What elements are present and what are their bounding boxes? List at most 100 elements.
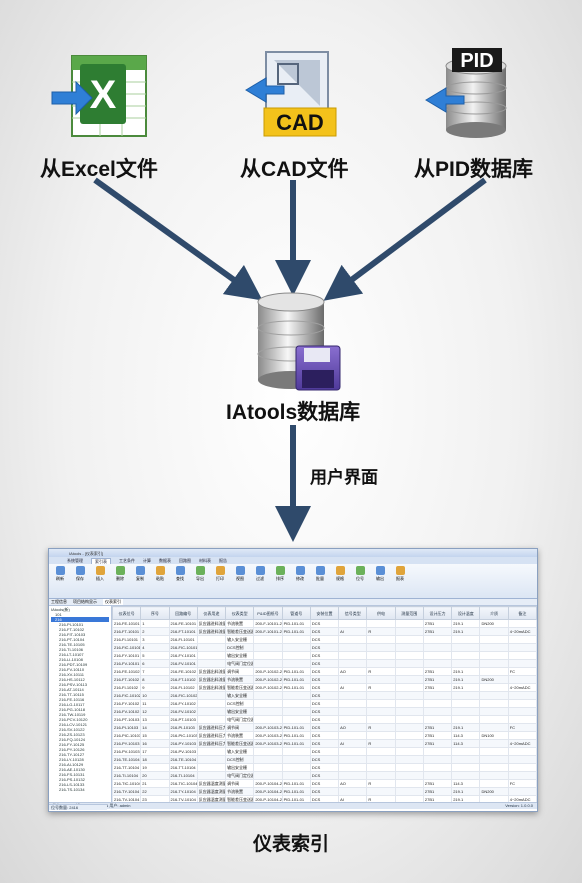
tree-item[interactable]: 216-LT-10107 — [59, 652, 84, 657]
tree-item[interactable]: 216-LS-10133 — [59, 782, 85, 787]
ribbon-tab[interactable]: 数据表 — [159, 558, 171, 563]
ribbon-button[interactable]: 输出 — [373, 566, 387, 596]
tree-item[interactable]: 216-TW-10119 — [59, 712, 86, 717]
tree-item[interactable]: 216-LG-10117 — [59, 702, 85, 707]
ribbon-tab[interactable]: 计算 — [143, 558, 151, 563]
ribbon-button[interactable]: 刷新 — [53, 566, 67, 596]
tree-item[interactable]: 216-FT-10102 — [59, 627, 85, 632]
tree-item[interactable]: 216-PT-10104 — [59, 637, 85, 642]
ribbon-tab[interactable]: 系统管理 — [67, 558, 83, 563]
ribbon-button[interactable]: 保存 — [73, 566, 87, 596]
column-header[interactable]: 测量范围 — [394, 606, 424, 620]
tree-item[interactable]: 216-TE-10105 — [59, 642, 85, 647]
tree-item[interactable]: IAtools(新) — [51, 607, 70, 612]
table-row[interactable]: 216-FE-101027216-FE-10102反应器出料流量测量调节阀200… — [112, 667, 537, 676]
column-header[interactable]: 仪表类型 — [225, 606, 255, 620]
ribbon-button[interactable]: 打印 — [213, 566, 227, 596]
column-header[interactable]: 供电 — [366, 606, 396, 620]
table-row[interactable]: 216-FI-101029216-FI-10102反应器出料流量测量智能差压变送… — [112, 683, 537, 692]
tree-item[interactable]: 216-FV-10110 — [59, 667, 85, 672]
table-row[interactable]: 216-PY-1010316216-PY-10103反应器进料压力测量智能差压变… — [112, 739, 537, 748]
tree-item[interactable]: 216-FS-10131 — [59, 772, 85, 777]
tree-item[interactable]: 216-PY-10126 — [59, 747, 85, 752]
tree-item[interactable]: 216-HS-10112 — [59, 677, 85, 682]
ribbon-button[interactable]: 粘贴 — [153, 566, 167, 596]
table-row[interactable]: 216-PIC-1010315216-PIC-10103反应器进料压力测量节流装… — [112, 731, 537, 740]
tree-item[interactable]: 216-XV-10111 — [59, 672, 84, 677]
column-header[interactable]: 管道号 — [281, 606, 311, 620]
tree-item[interactable]: 216-PDT-10109 — [59, 662, 88, 667]
tree-item[interactable]: 216-TI-10106 — [59, 647, 84, 652]
tree-item[interactable]: 216-PSV-10113 — [59, 682, 87, 687]
tree-item[interactable]: 216-FIT-10103 — [59, 632, 86, 637]
tree-item[interactable]: 216-LI-10108 — [59, 657, 83, 662]
ribbon-button[interactable]: 批量 — [313, 566, 327, 596]
ribbon-tab[interactable]: 报告 — [219, 558, 227, 563]
tree-item[interactable]: 101 — [55, 612, 62, 617]
tree-item[interactable]: 216-AI-10129 — [59, 762, 84, 767]
column-header[interactable]: 序号 — [140, 606, 170, 620]
ribbon-button[interactable]: 规格 — [333, 566, 347, 596]
table-row[interactable]: 216-FE-101011216-FE-10101反应器进料流量测量节流装置20… — [112, 619, 537, 628]
tree-item[interactable]: 216 — [51, 617, 109, 622]
ribbon-button[interactable]: 复制 — [133, 566, 147, 596]
ribbon-button[interactable]: 位号 — [353, 566, 367, 596]
column-header[interactable]: 介质 — [479, 606, 509, 620]
ribbon-tab[interactable]: 工艺条件 — [119, 558, 135, 563]
doc-tab[interactable]: 仪表索引 — [103, 599, 123, 605]
table-row[interactable]: 216-FT-101012216-FT-10101反应器进料流量测量智能差压变送… — [112, 627, 537, 636]
column-header[interactable]: 备注 — [507, 606, 537, 620]
ribbon-button[interactable]: 导出 — [193, 566, 207, 596]
table-row[interactable]: 216-FT-101028216-FT-10102反应器出料流量测量节流装置20… — [112, 675, 537, 684]
tree-item[interactable]: 216-LY-10128 — [59, 757, 84, 762]
tree-item[interactable]: 216-AT-10114 — [59, 687, 84, 692]
ribbon-button[interactable]: 报表 — [393, 566, 407, 596]
tree-item[interactable]: 216-TT-10115 — [59, 692, 84, 697]
ribbon-tab[interactable]: 回路图 — [179, 558, 191, 563]
ribbon-tab[interactable]: 索引表 — [91, 557, 111, 564]
tree-item[interactable]: 216-LCV-10121 — [59, 722, 88, 727]
tree-item[interactable]: 216-FE-10116 — [59, 697, 85, 702]
tree-item[interactable]: 216-PCV-10120 — [59, 717, 88, 722]
tree-item[interactable]: 216-TS-10134 — [59, 787, 85, 792]
doc-tab[interactable]: 工程信息 — [51, 599, 67, 604]
tree-item[interactable]: 216-SV-10122 — [59, 727, 85, 732]
column-header[interactable]: 设计压力 — [422, 606, 453, 620]
tree-item[interactable]: 216-PS-10132 — [59, 777, 85, 782]
ribbon-button[interactable]: 视图 — [233, 566, 247, 596]
column-header[interactable]: P&ID图纸号 — [253, 606, 283, 620]
column-header[interactable]: 信号类型 — [338, 606, 368, 620]
tree-item[interactable]: 216-FY-10125 — [59, 742, 85, 747]
tree-item[interactable]: 216-AE-10130 — [59, 767, 85, 772]
column-header[interactable]: 安装位置 — [309, 606, 340, 620]
column-header[interactable]: 回路编号 — [168, 606, 198, 620]
column-header[interactable]: 仪表位号 — [112, 606, 142, 620]
ribbon-tab[interactable]: 材料表 — [199, 558, 211, 563]
column-header[interactable]: 仪表用途 — [196, 606, 227, 620]
ribbon-button[interactable]: 查找 — [173, 566, 187, 596]
ribbon-button[interactable]: 修改 — [293, 566, 307, 596]
column-header[interactable]: 设计温度 — [451, 606, 481, 620]
table-row[interactable]: 216-PI-1010314216-PI-10103反应器进料压力测量调节阀20… — [112, 723, 537, 732]
tree-item[interactable]: 216-FQ-10124 — [59, 737, 86, 742]
ribbon-button[interactable]: 删除 — [113, 566, 127, 596]
ribbon-button[interactable]: 排序 — [273, 566, 287, 596]
tree-item[interactable]: 216-PG-10118 — [59, 707, 85, 712]
tree-item[interactable]: 216-PI-10101 — [59, 622, 84, 627]
doc-tab[interactable]: 项目结构显示 — [73, 599, 97, 604]
tree-item[interactable]: 216-TY-10127 — [59, 752, 85, 757]
